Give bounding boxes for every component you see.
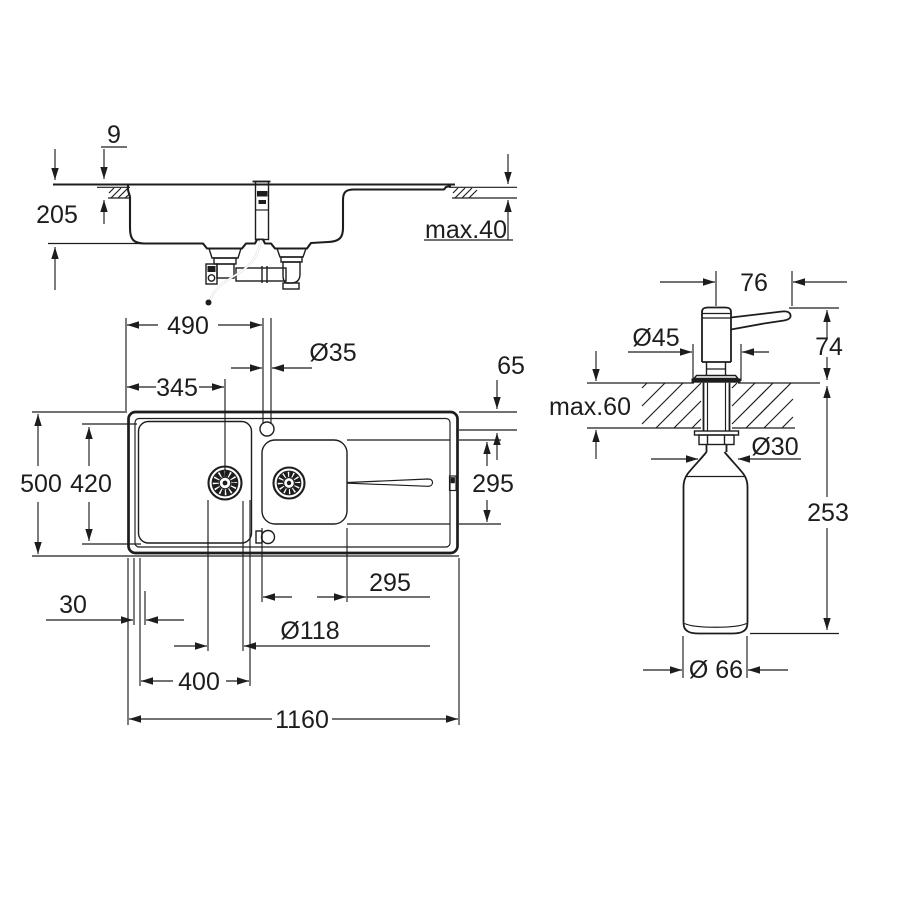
dim-label-205: 205: [36, 201, 78, 229]
dim-bowl-depth: 205: [36, 149, 144, 290]
drainer-channel: [347, 478, 434, 487]
dim-rim-inset: 30: [46, 591, 184, 624]
sink-profile: [126, 184, 452, 250]
dim-half-bowl-bottom: 295: [263, 569, 430, 601]
dim-label-30: 30: [59, 591, 87, 619]
dim-label-max60: max.60: [549, 393, 631, 421]
shank: [693, 382, 740, 452]
locknut: [698, 434, 735, 446]
pump-flange: [691, 378, 741, 383]
pump-spout: [730, 310, 792, 331]
dim-overall-length: 1160: [129, 706, 458, 734]
dim-label-o66: Ø 66: [689, 656, 743, 684]
overflow-fitting: [252, 180, 271, 241]
half-bowl: [261, 439, 348, 525]
dim-label-500: 500: [20, 470, 62, 498]
dim-counter-thickness: max.40: [424, 154, 513, 244]
dim-label-295-bottom: 295: [369, 569, 411, 597]
dim-label-253: 253: [807, 499, 849, 527]
dim-shank-dia: Ø30: [651, 433, 801, 463]
tap-hole: [259, 421, 275, 437]
dim-label-74: 74: [815, 333, 843, 361]
dim-label-o118: Ø118: [280, 617, 339, 645]
dim-tap-hole-dia: Ø35: [231, 339, 357, 372]
sink-section-view: 9 205 max.40: [36, 121, 517, 306]
dim-height-above-deck: 74: [815, 310, 843, 380]
dim-label-1160: 1160: [275, 706, 329, 734]
main-bowl: [137, 420, 253, 544]
dim-drain-from-left: 345: [127, 374, 224, 402]
dim-overall-depth: 500: [20, 414, 62, 554]
deck-hatch: [641, 382, 794, 429]
pump-head: [691, 306, 792, 383]
sink-rim-inner: [134, 417, 451, 548]
dim-tap-from-left: 490: [127, 312, 262, 340]
dim-tap-from-edge: 65: [493, 352, 525, 460]
sink-outer-edge: [127, 410, 459, 555]
dim-label-490: 490: [167, 312, 209, 340]
dim-spout-reach: 76: [660, 269, 847, 297]
dispenser-view: 76 Ø45 74 max.60 Ø30 253: [549, 269, 849, 684]
dim-rim-height: 9: [100, 121, 127, 224]
dim-drain-dia: Ø118: [174, 617, 430, 650]
dim-label-420: 420: [70, 470, 112, 498]
dim-label-o30: Ø30: [751, 433, 798, 461]
dim-label-76: 76: [740, 269, 768, 297]
dim-half-bowl-right: 295: [472, 442, 514, 522]
dim-bottle-dia: Ø 66: [643, 656, 788, 684]
dim-flange-dia: Ø45: [628, 324, 769, 356]
extension-lines: [32, 318, 517, 725]
drain-assembly: [205, 239, 307, 306]
dim-height-below-deck: 253: [807, 386, 849, 630]
counter-hatch-left: [108, 187, 130, 199]
dim-label-295-right: 295: [472, 470, 514, 498]
counter-hatch-right: [452, 187, 478, 199]
dim-deck-thickness: max.60: [549, 351, 631, 459]
dim-label-o45: Ø45: [632, 324, 679, 352]
sink-top-view: 490 Ø35 345 65 295 500: [20, 312, 525, 734]
dim-label-345: 345: [156, 374, 198, 402]
dim-drain-center: 400: [141, 668, 249, 696]
dispenser-extension-lines: [682, 271, 839, 678]
dim-bowl-inner-depth: 420: [70, 427, 112, 541]
dim-label-o35: Ø35: [309, 339, 356, 367]
rim-clip: [448, 475, 457, 492]
bottle: [682, 451, 749, 635]
dim-label-65: 65: [497, 352, 525, 380]
dim-label-400: 400: [178, 668, 220, 696]
dim-label-max40: max.40: [425, 216, 507, 244]
half-bowl-drain: [272, 466, 306, 500]
dim-label-9: 9: [107, 121, 121, 149]
overflow-hole: [255, 529, 276, 545]
